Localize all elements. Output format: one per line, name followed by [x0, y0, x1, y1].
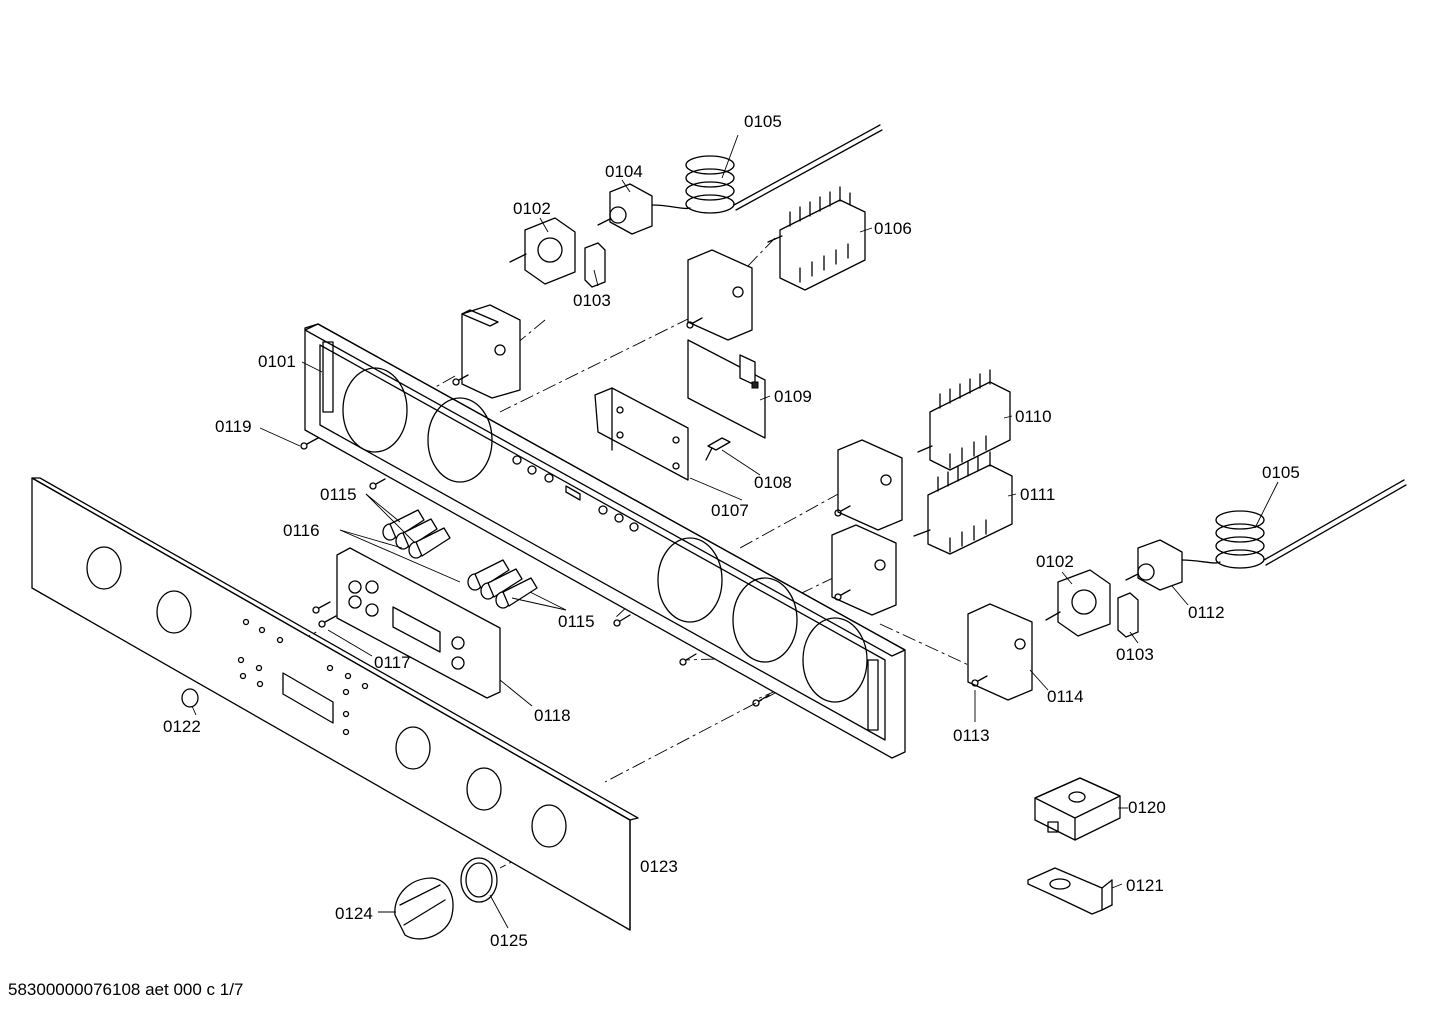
front-glass-panel	[31, 477, 639, 931]
control-knob	[394, 877, 454, 940]
callout-0104: 0104	[605, 162, 643, 181]
callout-0114: 0114	[1047, 687, 1084, 706]
pushbuttons	[382, 509, 538, 609]
circuit-board	[687, 339, 766, 439]
callout-0118: 0118	[534, 706, 571, 725]
callout-0125: 0125	[490, 931, 528, 950]
small-knob	[181, 688, 199, 708]
callout-0111: 0111	[1020, 485, 1055, 504]
leader-lines	[191, 134, 1279, 929]
callout-0102-left: 0102	[513, 199, 551, 218]
callout-0121: 0121	[1126, 876, 1164, 895]
screws	[300, 317, 988, 707]
lamp-holder	[705, 437, 731, 461]
callout-0113: 0113	[953, 726, 990, 745]
callout-0115-lower: 0115	[558, 612, 595, 631]
callout-0124: 0124	[335, 904, 373, 923]
thermostats	[597, 183, 1183, 591]
callout-0110: 0110	[1015, 407, 1052, 426]
callout-0115-upper: 0115	[320, 485, 357, 504]
capillary-tubes	[651, 124, 1407, 569]
callout-0123: 0123	[640, 857, 678, 876]
drawing-id-footer: 58300000076108 aet 000 c 1/7	[8, 980, 244, 999]
callout-0109: 0109	[774, 387, 812, 406]
callout-0107: 0107	[711, 501, 749, 520]
callout-0105-top: 0105	[744, 112, 782, 131]
callout-0108: 0108	[754, 473, 792, 492]
callout-0122: 0122	[163, 717, 201, 736]
callout-0112: 0112	[1188, 603, 1225, 622]
callout-0103-left: 0103	[573, 291, 611, 310]
spring-clips	[584, 242, 1139, 638]
mounting-plate	[1027, 867, 1113, 915]
callout-labels: 0105 0104 0102 0106 0103 0101 0109 0110 …	[163, 112, 1300, 950]
callout-0116: 0116	[283, 521, 320, 540]
display-module	[336, 547, 501, 699]
support-bracket	[594, 387, 689, 481]
transformer	[1034, 777, 1121, 841]
callout-0101: 0101	[258, 352, 296, 371]
callout-0119: 0119	[215, 417, 252, 436]
callout-0120: 0120	[1128, 798, 1166, 817]
rotary-switches	[509, 217, 1111, 637]
switch-brackets	[461, 249, 1033, 701]
selector-switches	[767, 186, 1013, 555]
control-panel-frame	[304, 323, 906, 759]
callout-0103-right: 0103	[1116, 645, 1154, 664]
callout-0102-right: 0102	[1036, 552, 1074, 571]
knob-ring	[460, 857, 498, 903]
callout-0105-right: 0105	[1262, 463, 1300, 482]
callout-0106: 0106	[874, 219, 912, 238]
callout-0117: 0117	[374, 653, 411, 672]
